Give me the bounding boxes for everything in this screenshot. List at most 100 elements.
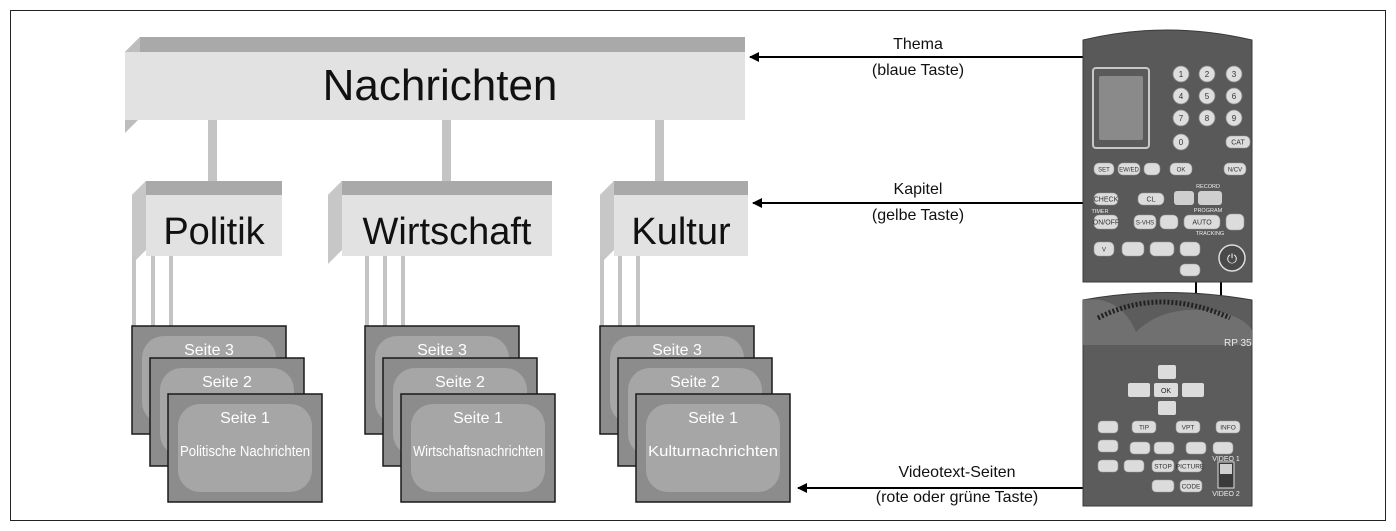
digit-key[interactable] [1172, 65, 1190, 83]
digit-label: 7 [1179, 114, 1184, 123]
digit-key[interactable] [1225, 109, 1243, 127]
chapter-title: Wirtschaft [363, 211, 532, 253]
key-a-button[interactable] [1097, 439, 1119, 453]
red-button[interactable] [1129, 441, 1151, 455]
digit-key[interactable] [1225, 65, 1243, 83]
down-arrow-button[interactable] [1159, 214, 1179, 230]
power-icon: ⏻ [1227, 252, 1237, 267]
cl-button-label: CL [1147, 197, 1156, 204]
ewed-button[interactable] [1117, 162, 1141, 176]
key-d-button[interactable] [1151, 479, 1175, 493]
extra-button[interactable] [1179, 263, 1201, 277]
digit-key[interactable] [1225, 87, 1243, 105]
nav-down-button[interactable] [1158, 401, 1176, 415]
chapter-box-wirtschaft: Wirtschaft [328, 181, 552, 264]
text-button[interactable] [1097, 420, 1119, 434]
topic-title: Nachrichten [323, 61, 558, 110]
key-b-button[interactable] [1097, 459, 1119, 473]
digit-key[interactable] [1198, 87, 1216, 105]
ok-button-label: OK [1177, 168, 1186, 174]
swap-button[interactable] [1149, 241, 1175, 257]
page-title: Seite 3 [652, 342, 702, 359]
digit-label: 8 [1205, 114, 1210, 123]
ncv-button[interactable] [1223, 162, 1247, 176]
index-button[interactable] [1179, 241, 1201, 257]
nav-up-button[interactable] [1158, 365, 1176, 379]
timer-onoff-button[interactable] [1093, 214, 1119, 230]
ok-button[interactable] [1169, 162, 1193, 176]
power-button[interactable] [1218, 244, 1246, 272]
auto-button-label: AUTO [1192, 220, 1212, 227]
auto-button[interactable] [1183, 214, 1221, 230]
chapter-title: Kultur [631, 211, 731, 253]
page-title: Seite 3 [417, 342, 467, 359]
digit-label: 0 [1179, 138, 1184, 147]
nav-ok-button[interactable] [1154, 383, 1178, 397]
info-button-label: INFO [1220, 425, 1236, 432]
v-button[interactable] [1093, 241, 1115, 257]
key-c-button[interactable] [1123, 459, 1145, 473]
callout-seiten-key: (rote oder grüne Taste) [876, 489, 1038, 506]
yellow-button[interactable] [1185, 441, 1207, 455]
cl-button[interactable] [1137, 192, 1165, 206]
stop-button[interactable] [1151, 459, 1175, 473]
set-button[interactable] [1093, 162, 1115, 176]
chapter-box-politik: Politik [132, 181, 282, 264]
video1-label: VIDEO 1 [1212, 456, 1240, 463]
navigation-cluster: OK [1128, 365, 1204, 415]
digit-key[interactable] [1198, 109, 1216, 127]
digit-key[interactable] [1172, 109, 1190, 127]
digit-key[interactable] [1198, 65, 1216, 83]
record-stop-button[interactable] [1198, 191, 1222, 205]
cat-button-label: CAT [1231, 140, 1245, 147]
tip-button-label: TIP [1139, 425, 1149, 432]
page-caption: Kulturnachrichten [648, 443, 778, 460]
program-caption: PROGRAM [1194, 208, 1223, 214]
up-arrow-button[interactable] [1225, 213, 1245, 231]
digit-key[interactable] [1172, 133, 1190, 151]
digit-label: 1 [1179, 70, 1184, 79]
page-title: Seite 3 [184, 342, 234, 359]
digit-label: 2 [1205, 70, 1210, 79]
green-button[interactable] [1153, 441, 1175, 455]
page-caption: Wirtschaftsnachrichten [413, 443, 543, 460]
code-button[interactable] [1179, 479, 1203, 493]
record-button[interactable] [1174, 191, 1194, 205]
code-button-label: CODE [1182, 484, 1201, 491]
digit-label: 4 [1179, 92, 1184, 101]
vpt-button[interactable] [1175, 420, 1201, 434]
record-caption: RECORD [1196, 184, 1220, 190]
nav-ok-label: OK [1161, 388, 1171, 395]
blue-button[interactable] [1212, 441, 1234, 455]
check-button[interactable] [1093, 192, 1119, 206]
svhs-button-label: S-VHS [1136, 221, 1154, 227]
callout-kapitel-key: (gelbe Taste) [872, 207, 964, 224]
nav-left-button[interactable] [1128, 383, 1150, 397]
svhs-button[interactable] [1133, 214, 1157, 230]
tape-button[interactable] [1121, 241, 1145, 257]
nav-right-button[interactable] [1182, 383, 1204, 397]
callout-kapitel-title: Kapitel [894, 181, 943, 198]
picture-button-label: PICTURE [1176, 464, 1205, 471]
diagram-frame [10, 10, 1386, 521]
picture-button[interactable] [1177, 459, 1203, 473]
tracking-caption: TRACKING [1196, 231, 1224, 237]
callout-seiten-title: Videotext-Seiten [898, 464, 1015, 481]
ewed-button-label: EW/ED [1119, 168, 1139, 174]
timer-onoff-button-label: ON/OFF [1093, 220, 1119, 227]
info-button[interactable] [1215, 420, 1241, 434]
digit-key[interactable] [1172, 87, 1190, 105]
digit-label: 9 [1232, 114, 1237, 123]
tip-button[interactable] [1131, 420, 1157, 434]
page-title: Seite 1 [688, 410, 738, 427]
videotext-page: Seite 1 Kulturnachrichten [635, 393, 791, 503]
callout-thema-key: (blaue Taste) [872, 62, 964, 79]
cat-button[interactable] [1225, 135, 1251, 149]
satellite-button[interactable] [1143, 162, 1161, 176]
